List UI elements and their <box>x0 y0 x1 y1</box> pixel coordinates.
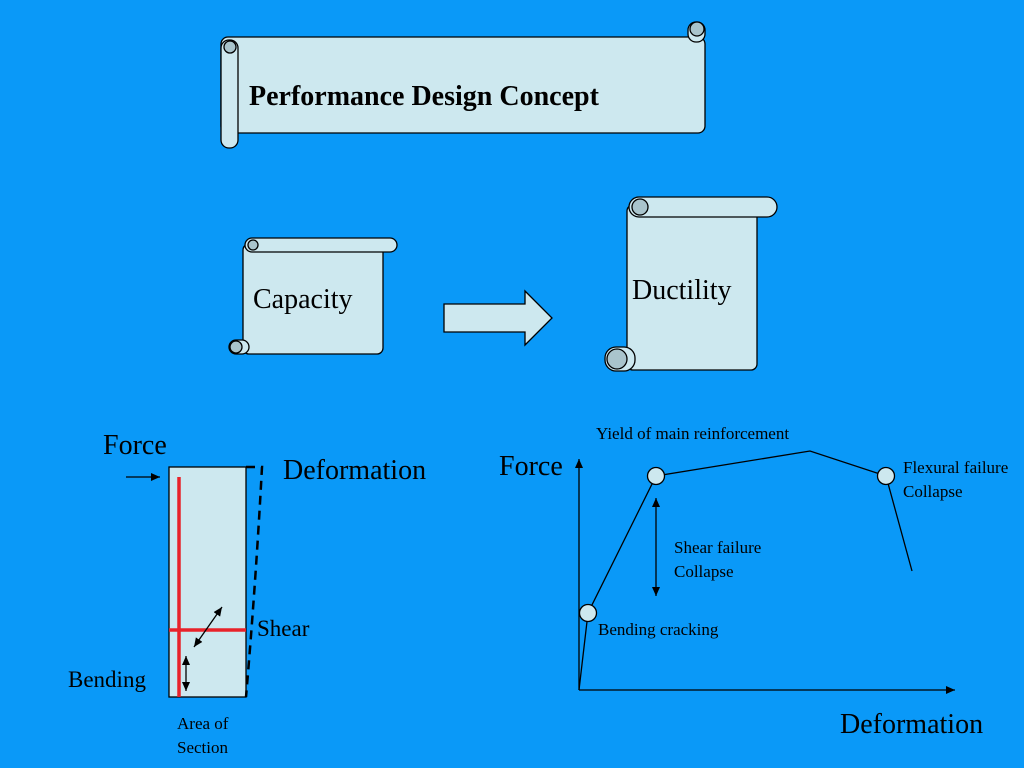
shear-arrow <box>193 606 223 648</box>
bending-cracking-label: Bending cracking <box>598 620 719 639</box>
left-deformation-label: Deformation <box>283 455 427 486</box>
area-of-section-label: Area of Section <box>177 712 228 760</box>
ductility-scroll <box>604 196 778 372</box>
right-force-label: Force <box>499 451 563 482</box>
shear-label: Shear <box>257 616 310 641</box>
yield-point <box>646 466 666 486</box>
shear-failure-label: Shear failure Collapse <box>674 536 761 584</box>
right-deformation-label: Deformation <box>840 709 984 740</box>
page-title: Performance Design Concept <box>249 81 599 112</box>
deformed-shape-line <box>244 465 264 698</box>
bending-cracking-point <box>578 603 598 623</box>
flexural-line-2: Collapse <box>903 481 963 501</box>
shear-failure-line-2: Collapse <box>674 561 734 581</box>
section-line-1: Area of <box>177 714 229 733</box>
title-scroll <box>220 21 706 149</box>
section-line-2: Section <box>177 737 228 757</box>
force-deformation-curve <box>578 450 913 691</box>
capacity-label: Capacity <box>253 284 353 315</box>
column-diagram <box>126 465 264 698</box>
flexural-failure-label: Flexural failure Collapse <box>903 456 1008 504</box>
bending-label: Bending <box>68 667 146 692</box>
capacity-curve-diagram <box>575 450 955 694</box>
capacity-scroll <box>228 237 398 355</box>
column-rect <box>168 466 247 698</box>
block-arrow <box>443 289 553 347</box>
shear-failure-line-1: Shear failure <box>674 538 762 557</box>
flexural-failure-point <box>876 466 896 486</box>
ductility-label: Ductility <box>632 275 732 306</box>
yield-label: Yield of main reinforcement <box>596 424 790 443</box>
left-force-label: Force <box>103 430 167 461</box>
flexural-line-1: Flexural failure <box>903 458 1009 477</box>
